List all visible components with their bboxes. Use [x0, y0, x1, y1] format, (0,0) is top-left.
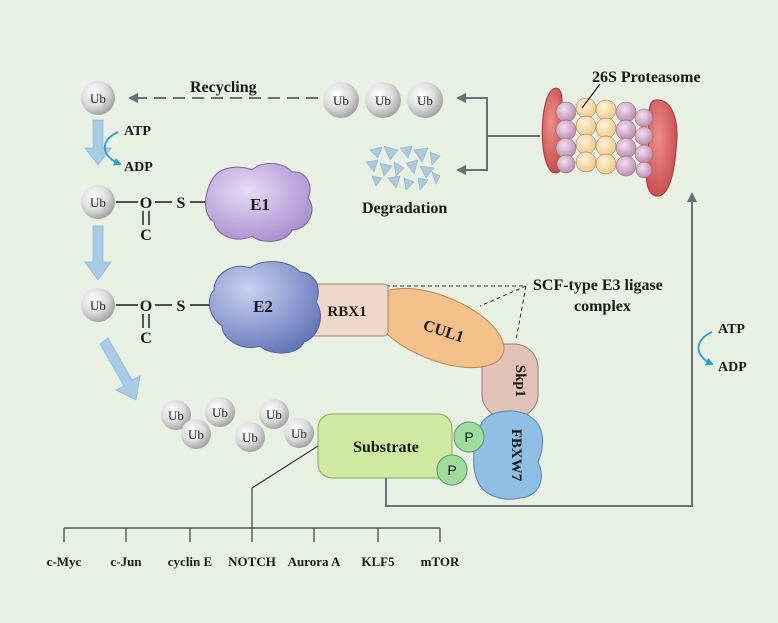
- atp-label-right: ATP: [718, 322, 745, 337]
- ubiquitin-free: Ub: [81, 81, 115, 115]
- svg-text:Ub: Ub: [417, 93, 433, 108]
- phospho-group-1: P: [453, 421, 485, 453]
- adp-label-left: ADP: [124, 160, 153, 175]
- proteasome-26s: [541, 87, 678, 197]
- polyubiquitin-chain: Ub Ub Ub Ub Ub Ub: [161, 397, 314, 452]
- substrate-tree-lines: [63, 445, 441, 542]
- substrate-list: c-Myc c-Jun cyclin E NOTCH Aurora A KLF5…: [47, 554, 460, 569]
- svg-text:C: C: [140, 227, 152, 244]
- svg-text:P: P: [464, 429, 473, 445]
- proteasome-label-pointer: [581, 83, 601, 109]
- atp-label-left: ATP: [124, 124, 151, 139]
- return-to-proteasome-arrow: [385, 192, 697, 507]
- svg-text:RBX1: RBX1: [327, 304, 366, 320]
- svg-text:FBXW7: FBXW7: [508, 429, 524, 482]
- svg-text:Ub: Ub: [90, 91, 106, 106]
- svg-text:Skp1: Skp1: [512, 365, 528, 398]
- svg-text:Ub: Ub: [291, 426, 307, 441]
- adp-label-right: ADP: [718, 360, 747, 375]
- atp-adp-curve-left: [103, 131, 122, 166]
- svg-text:Ub: Ub: [90, 195, 106, 210]
- svg-text:Substrate: Substrate: [353, 439, 419, 456]
- scf-label-line2: complex: [574, 298, 631, 315]
- substrate-item: cyclin E: [168, 554, 212, 569]
- substrate-item: c-Myc: [47, 554, 82, 569]
- svg-text:P: P: [447, 462, 456, 478]
- svg-text:O: O: [140, 195, 152, 212]
- step-arrows: [84, 119, 141, 401]
- substrate-item: KLF5: [361, 554, 395, 569]
- rbx1-protein: RBX1: [307, 283, 389, 337]
- svg-text:Ub: Ub: [375, 93, 391, 108]
- scf-pointer-lines: [386, 285, 527, 341]
- svg-text:S: S: [177, 195, 186, 212]
- svg-text:Ub: Ub: [168, 408, 184, 423]
- svg-text:Ub: Ub: [212, 405, 228, 420]
- recycling-label: Recycling: [190, 79, 257, 96]
- svg-text:Ub: Ub: [266, 407, 282, 422]
- svg-text:O: O: [140, 298, 152, 315]
- proteasome-output-arrows: [456, 93, 540, 175]
- ub-e1-conjugate: Ub O C S: [81, 185, 212, 244]
- svg-text:E2: E2: [253, 297, 273, 316]
- substrate-protein: Substrate: [317, 413, 453, 479]
- degradation-fragments-icon: [365, 145, 441, 191]
- atp-adp-curve-right: [697, 331, 714, 366]
- e1-enzyme: E1: [205, 163, 313, 242]
- ub-e2-conjugate: Ub O C S: [81, 288, 212, 347]
- substrate-item: Aurora A: [288, 554, 341, 569]
- fbxw7-protein: FBXW7: [473, 410, 543, 500]
- svg-text:Ub: Ub: [90, 298, 106, 313]
- phospho-group-2: P: [436, 454, 468, 486]
- svg-text:S: S: [177, 298, 186, 315]
- proteasome-label: 26S Proteasome: [592, 69, 701, 86]
- substrate-item: mTOR: [421, 554, 460, 569]
- ubiquitin-recycled-chain: Ub Ub Ub: [323, 82, 443, 118]
- svg-text:Ub: Ub: [188, 427, 204, 442]
- svg-text:E1: E1: [250, 195, 270, 214]
- e2-enzyme: E2: [208, 261, 321, 354]
- scf-label-line1: SCF-type E3 ligase: [533, 277, 663, 294]
- svg-text:Ub: Ub: [242, 430, 258, 445]
- svg-text:Ub: Ub: [333, 93, 349, 108]
- degradation-label: Degradation: [362, 200, 447, 217]
- substrate-item: NOTCH: [228, 554, 276, 569]
- svg-text:C: C: [140, 330, 152, 347]
- substrate-item: c-Jun: [110, 554, 142, 569]
